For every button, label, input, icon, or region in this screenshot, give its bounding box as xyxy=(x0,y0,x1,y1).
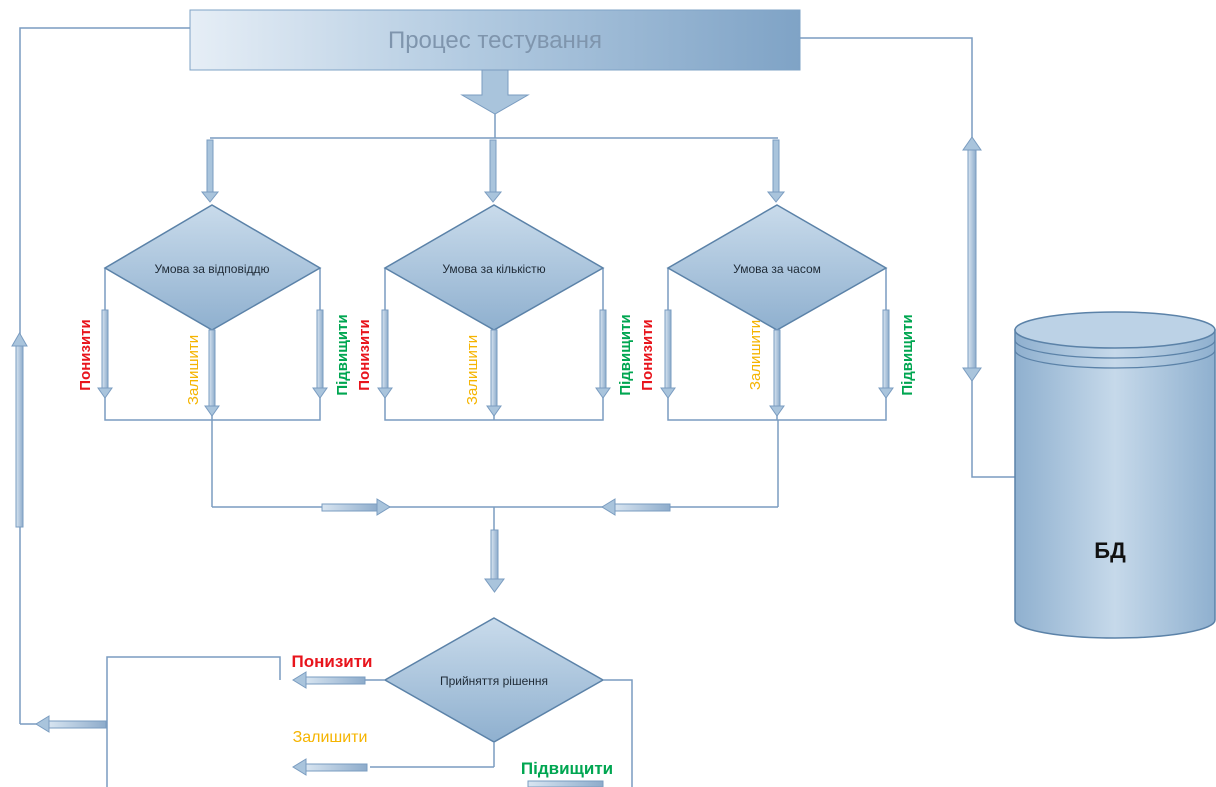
decision-lower-label: Понизити xyxy=(292,652,373,671)
process-box: Процес тестування xyxy=(189,9,801,71)
condition-3: Умова за часом Понизити Залишити Підвищи… xyxy=(639,204,916,421)
condition-3-label: Умова за часом xyxy=(733,262,821,276)
condition-input-arrows xyxy=(200,139,786,203)
feedback-up-arrow-shaft xyxy=(15,344,24,528)
condition-1: Умова за відповіддю Понизити Залишити Пі… xyxy=(77,204,351,421)
database-bidirectional-arrow-shaft xyxy=(967,149,977,369)
feedback-up-arrow-head xyxy=(11,331,28,347)
condition-1-branch-arrows xyxy=(97,309,328,417)
arrow-to-condition-2 xyxy=(483,139,503,203)
decision-lower-arrow xyxy=(292,671,366,689)
header-down-arrow xyxy=(460,69,530,115)
decision-raise-arrow xyxy=(527,780,604,787)
condition-2-raise-label: Підвищити xyxy=(617,314,634,395)
distribution-lines xyxy=(210,114,778,139)
feedback-left-arrow xyxy=(35,715,107,733)
condition-2-keep-label: Залишити xyxy=(464,335,481,405)
arrow-to-condition-1 xyxy=(200,139,220,203)
condition-1-lower-label: Понизити xyxy=(77,319,94,390)
condition-3-keep-label: Залишити xyxy=(747,320,764,390)
merge-left-arrow xyxy=(601,498,671,516)
database-arrow-up-head xyxy=(962,136,982,151)
decision-keep-label: Залишити xyxy=(293,729,368,746)
database-link xyxy=(800,37,1015,478)
decision-raise-label: Підвищити xyxy=(521,759,613,778)
decision-label: Прийняття рішення xyxy=(440,674,548,688)
condition-1-label: Умова за відповіддю xyxy=(154,262,269,276)
condition-3-raise-label: Підвищити xyxy=(899,314,916,395)
condition-1-raise-label: Підвищити xyxy=(334,314,351,395)
merge-arrows xyxy=(321,498,671,593)
database-arrow-down-head xyxy=(962,367,982,382)
database-cylinder: БД xyxy=(1014,311,1216,639)
merge-right-arrow xyxy=(321,498,391,516)
condition-1-keep-label: Залишити xyxy=(185,335,202,405)
arrow-to-condition-3 xyxy=(766,139,786,203)
condition-2-label: Умова за кількістю xyxy=(442,262,545,276)
condition-2: Умова за кількістю Понизити Залишити Під… xyxy=(356,204,634,421)
condition-2-branch-arrows xyxy=(377,309,611,417)
condition-3-branch-arrows xyxy=(660,309,894,417)
arrow-to-decision xyxy=(484,529,505,593)
condition-3-lower-label: Понизити xyxy=(639,319,656,390)
merge-lines xyxy=(211,420,779,530)
decision: Прийняття рішення Понизити Залишити Підв xyxy=(20,617,633,787)
condition-2-lower-label: Понизити xyxy=(356,319,373,390)
decision-keep-arrow xyxy=(292,758,368,776)
feedback-loop xyxy=(11,27,190,724)
process-title: Процес тестування xyxy=(388,27,602,54)
database-label: БД xyxy=(1094,538,1126,563)
